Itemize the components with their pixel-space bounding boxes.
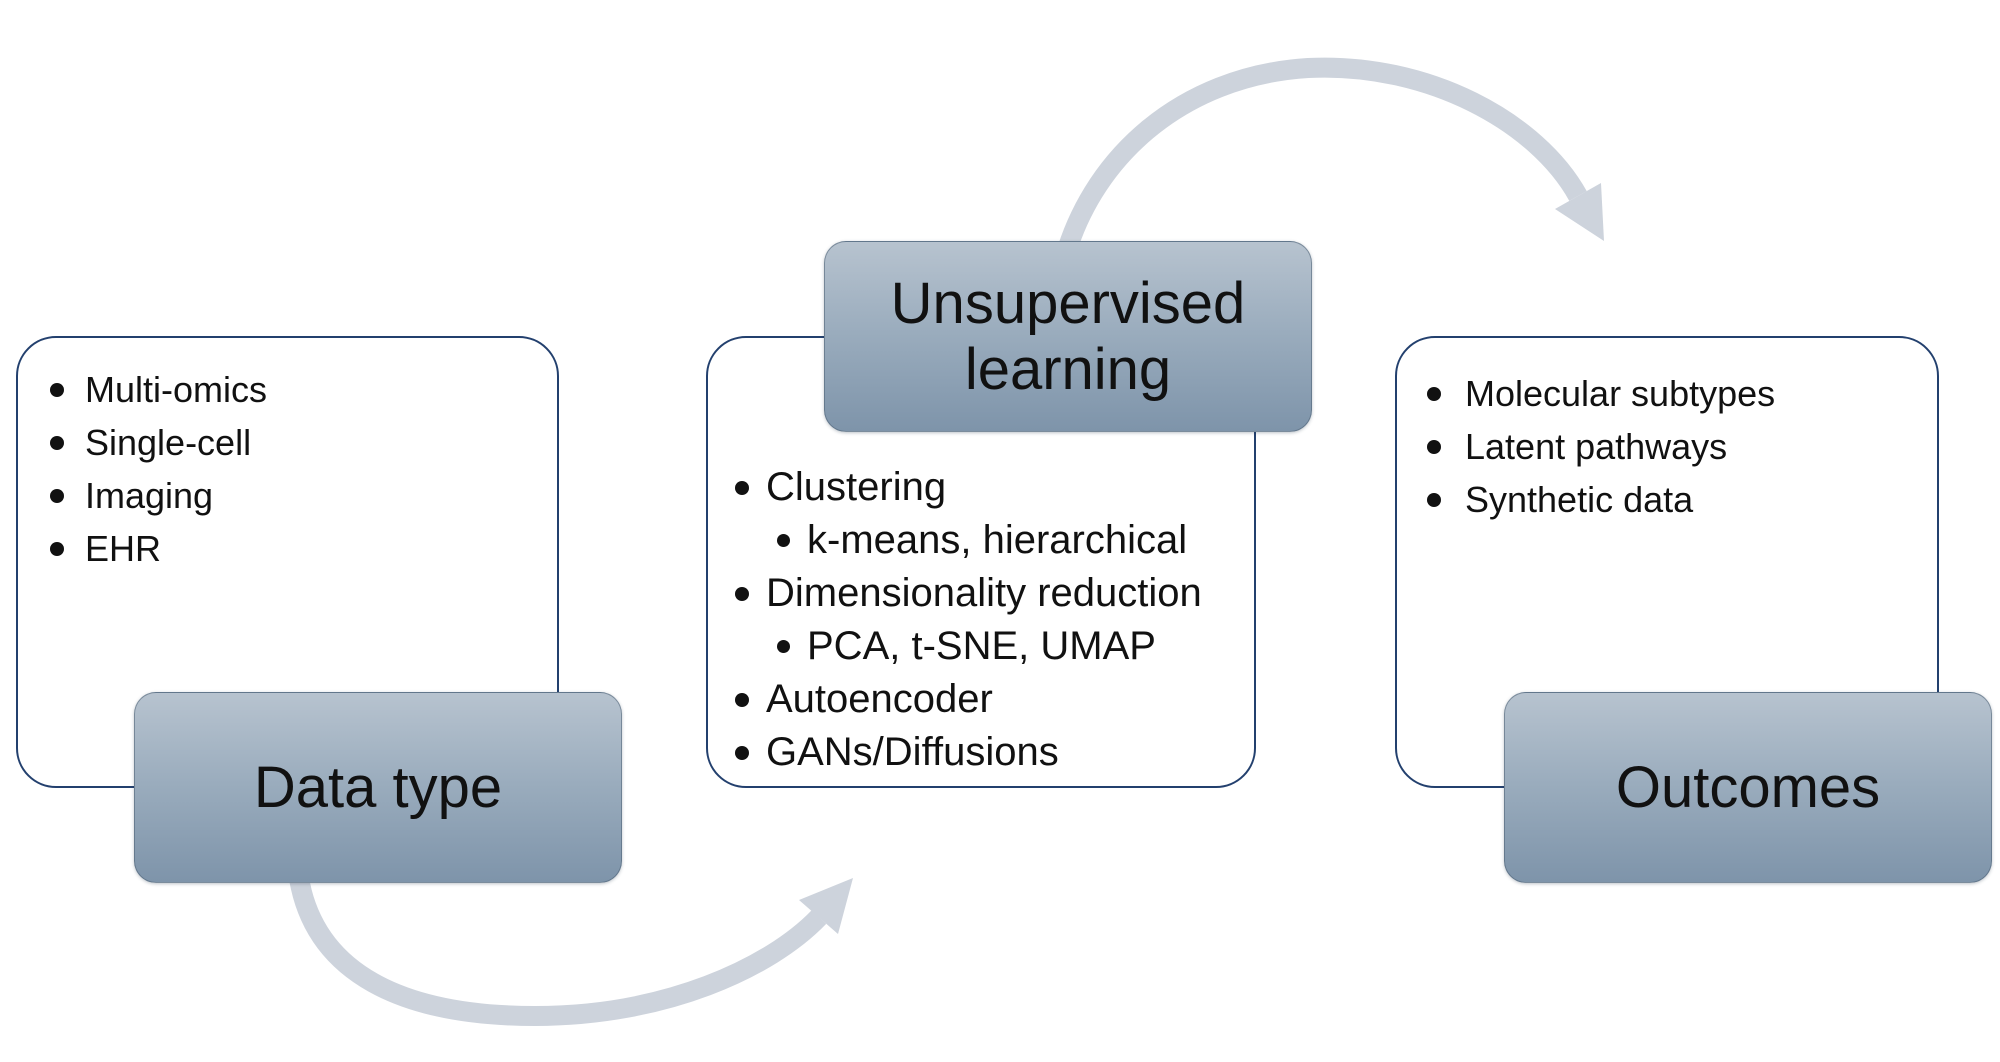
bullet-dot-icon [1427,492,1441,507]
curved-arrow-shaft [1052,57,1587,271]
bullet-text: Synthetic data [1465,478,1694,520]
bullet-text: Clustering [766,465,947,509]
label-text: Unsupervised learning [890,270,1246,402]
label-text: Outcomes [1615,754,1881,820]
arrow-head-icon [1555,183,1604,241]
bullet-item: EHR [50,522,547,575]
bullet-dot-icon [1427,439,1441,454]
bullet-dot-icon [50,435,64,450]
bullet-dot-icon [50,382,64,397]
bullet-item: Synthetic data [1427,473,1927,526]
bullet-dot-icon [50,488,64,503]
bullet-text: PCA, t-SNE, UMAP [807,624,1156,668]
arrow-data-type-to-unsupervised [288,870,853,1027]
bullet-item: PCA, t-SNE, UMAP [777,620,1244,673]
bullet-item: k-means, hierarchical [777,514,1244,567]
bullet-item: Multi-omics [50,363,547,416]
bullet-dot-icon [735,480,749,495]
bullet-text: Single-cell [85,421,252,463]
bullet-dot-icon [777,640,790,653]
bullet-dot-icon [735,692,749,707]
bullet-item: Single-cell [50,416,547,469]
bullet-item: Latent pathways [1427,420,1927,473]
unsupervised-learning-label: Unsupervised learning [824,241,1312,432]
bullet-dot-icon [735,586,749,601]
bullet-dot-icon [735,745,749,760]
bullet-text: GANs/Diffusions [766,730,1059,774]
bullet-item: Dimensionality reduction [735,567,1244,620]
bullet-dot-icon [777,534,790,547]
bullet-text: Latent pathways [1465,425,1728,467]
arrow-unsupervised-to-outcomes [1052,57,1604,271]
data-type-label: Data type [134,692,622,883]
outcomes-label: Outcomes [1504,692,1992,883]
bullet-text: Autoencoder [766,677,993,721]
bullet-item: Molecular subtypes [1427,367,1927,420]
bullet-text: EHR [85,527,162,569]
bullet-dot-icon [1427,386,1441,401]
bullet-text: Dimensionality reduction [766,571,1202,615]
bullet-item: Clustering [735,461,1244,514]
bullet-text: Imaging [85,474,214,516]
bullet-item: Imaging [50,469,547,522]
arrow-head-icon [799,878,853,934]
bullet-text: k-means, hierarchical [807,518,1188,562]
bullet-text: Multi-omics [85,368,268,410]
curved-arrow-shaft [288,870,827,1027]
bullet-item: Autoencoder [735,673,1244,726]
bullet-item: GANs/Diffusions [735,726,1244,779]
bullet-text: Molecular subtypes [1465,372,1776,414]
label-text: Data type [253,754,503,820]
bullet-dot-icon [50,541,64,556]
